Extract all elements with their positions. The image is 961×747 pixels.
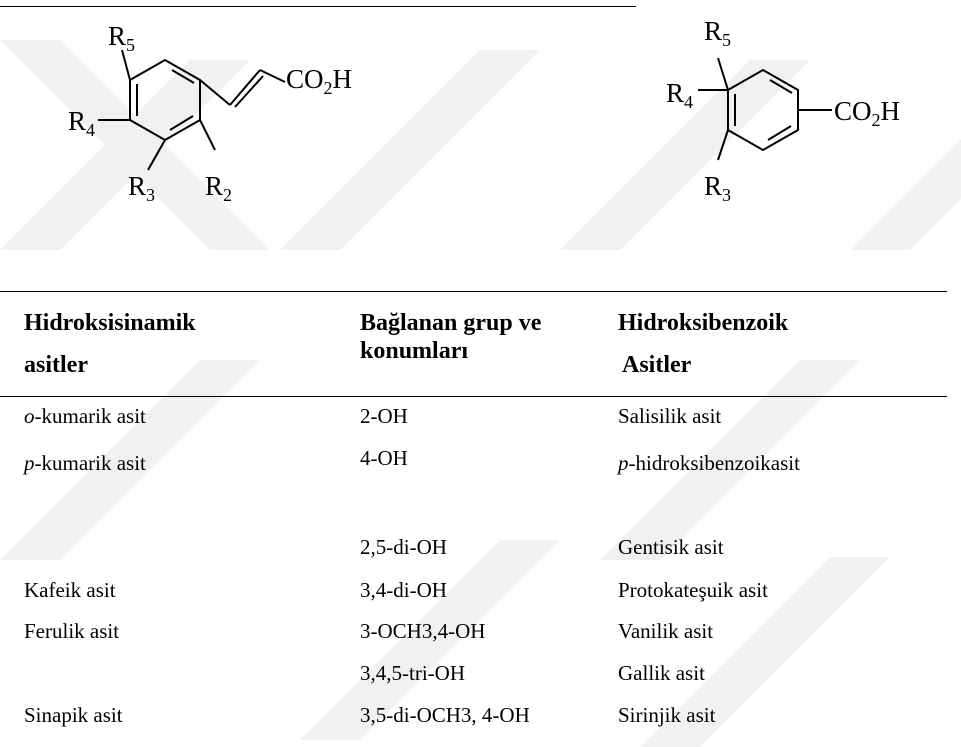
r4-label: R4 xyxy=(68,106,95,140)
header-substituent-line2: konumları xyxy=(360,338,469,364)
table-cell: 3,4,5-tri-OH xyxy=(360,661,465,685)
table-cell: 3-OCH3,4-OH xyxy=(360,619,486,643)
r5-label: R5 xyxy=(108,21,135,55)
table-cell: 2,5-di-OH xyxy=(360,535,447,559)
table-cell: 3,4-di-OH xyxy=(360,578,447,602)
table-cell: Protokateşuik asit xyxy=(618,578,768,602)
table-cell: 2-OH xyxy=(360,404,408,428)
table-cell: Gallik asit xyxy=(618,661,705,685)
table-top-rule xyxy=(0,291,947,292)
r5-label: R5 xyxy=(704,16,731,50)
table-cell: Sirinjik asit xyxy=(618,703,716,727)
table-cell: p-hidroksibenzoikasit xyxy=(618,451,800,475)
table-cell: Kafeik asit xyxy=(24,578,116,602)
hydroxybenzoic-acid-structure: R5 R4 R3 CO2H xyxy=(666,16,900,205)
r3-label: R3 xyxy=(704,171,731,205)
carboxyl-label: CO2H xyxy=(286,64,352,98)
top-rule xyxy=(0,6,636,7)
table-cell: Sinapik asit xyxy=(24,703,123,727)
table-cell: 4-OH xyxy=(360,446,408,470)
table-cell: p-kumarik asit xyxy=(24,451,146,475)
header-hydroxybenzoic: Hidroksibenzoik xyxy=(618,310,789,336)
table-cell: Gentisik asit xyxy=(618,535,724,559)
header-hydroxycinnamic: Hidroksisinamik xyxy=(24,310,196,336)
r2-label: R2 xyxy=(205,171,232,205)
hydroxycinnamic-acid-structure: R5 R4 R3 R2 CO2H xyxy=(68,21,352,205)
table-header-rule xyxy=(0,396,947,397)
header-hydroxybenzoic-line2: Asitler xyxy=(622,352,692,378)
table-cell: Vanilik asit xyxy=(618,619,714,643)
table-cell: Ferulik asit xyxy=(24,619,120,643)
header-substituent: Bağlanan grup ve xyxy=(360,310,542,336)
r4-label: R4 xyxy=(666,78,693,112)
table-cell: o-kumarik asit xyxy=(24,404,146,428)
header-hydroxycinnamic-line2: asitler xyxy=(24,352,88,378)
table-cell: 3,5-di-OCH3, 4-OH xyxy=(360,703,530,727)
r3-label: R3 xyxy=(128,171,155,205)
table-cell: Salisilik asit xyxy=(618,404,722,428)
carboxyl-label: CO2H xyxy=(834,96,900,130)
